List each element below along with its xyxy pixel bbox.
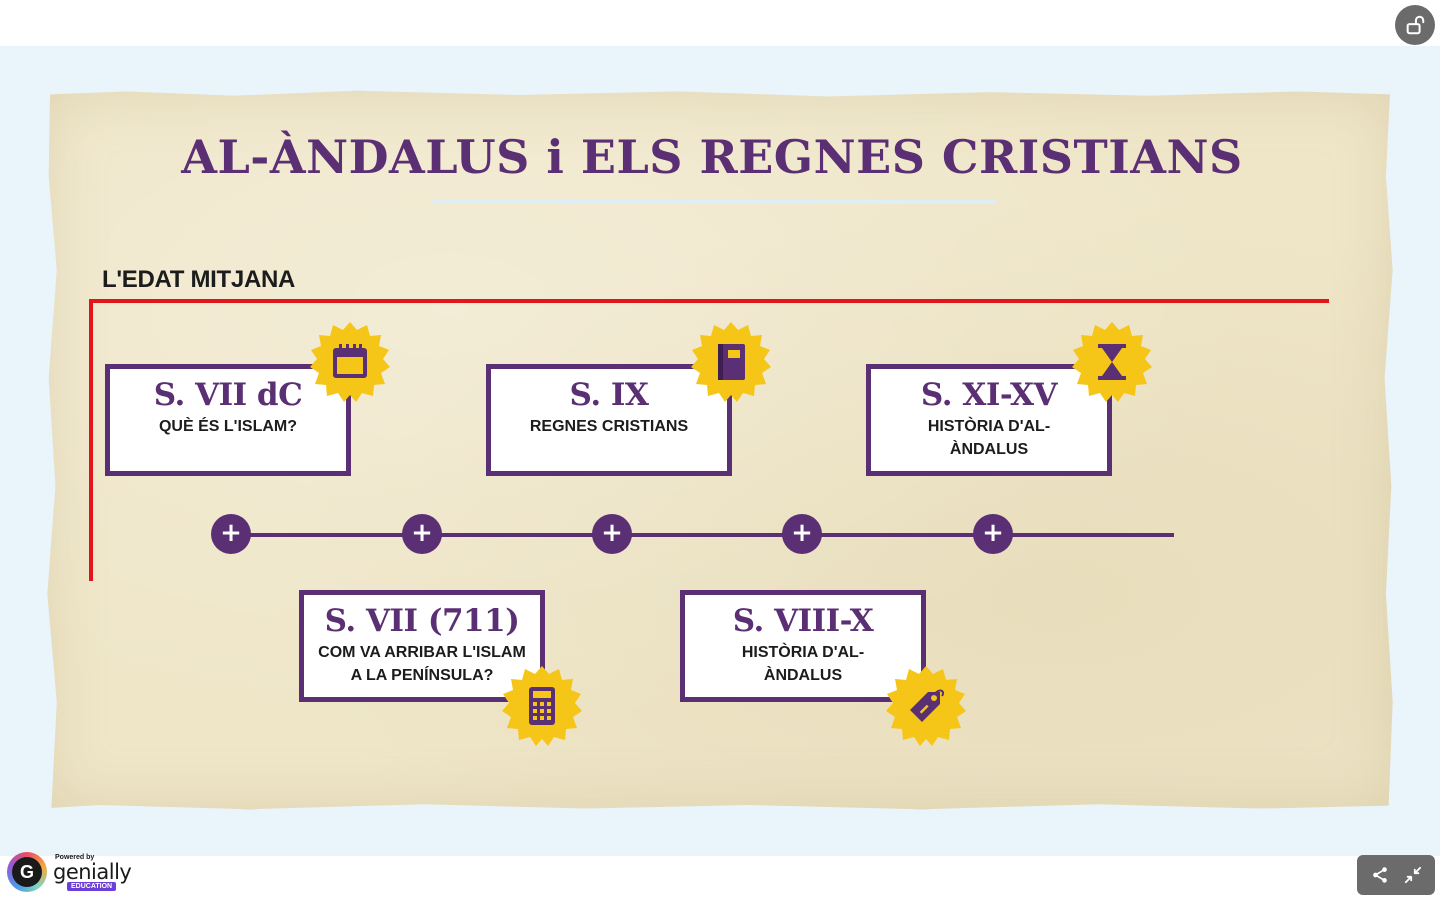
era-label: L'EDAT MITJANA bbox=[102, 266, 296, 293]
page-title: AL-ÀNDALUS i ELS REGNES CRISTIANS bbox=[181, 130, 1243, 184]
card-title: S. XI-XV bbox=[920, 377, 1058, 413]
card-title: S. VII (711) bbox=[324, 603, 520, 639]
unlock-icon bbox=[1406, 15, 1425, 35]
timeline-point-4[interactable]: + bbox=[782, 514, 822, 554]
genially-logo-icon: G bbox=[7, 852, 47, 892]
timeline-point-5[interactable]: + bbox=[973, 514, 1013, 554]
plus-icon: + bbox=[220, 518, 242, 548]
share-icon bbox=[1372, 867, 1387, 883]
timeline-point-1[interactable]: + bbox=[211, 514, 251, 554]
calculator-icon bbox=[529, 687, 555, 725]
card-subtitle: REGNES CRISTIANS bbox=[529, 418, 689, 435]
card-subtitle: HISTÒRIA D'AL-ÀNDALUS bbox=[741, 644, 865, 684]
plus-icon: + bbox=[411, 518, 433, 548]
plus-icon: + bbox=[791, 518, 813, 548]
share-button[interactable] bbox=[1368, 863, 1392, 887]
price-tag-badge[interactable] bbox=[884, 664, 968, 748]
card-s-vii-dc[interactable]: S. VII dC QUÈ ÉS L'ISLAM? bbox=[105, 364, 351, 476]
calculator-badge[interactable] bbox=[500, 664, 584, 748]
education-tag: EDUCATION bbox=[67, 882, 117, 891]
card-title: S. VIII-X bbox=[732, 603, 874, 639]
unlock-button[interactable] bbox=[1395, 5, 1435, 45]
book-badge[interactable] bbox=[689, 320, 773, 404]
calendar-badge[interactable] bbox=[308, 320, 392, 404]
card-subtitle: QUÈ ÉS L'ISLAM? bbox=[158, 418, 298, 435]
exit-fullscreen-button[interactable] bbox=[1401, 863, 1425, 887]
player-controls bbox=[1357, 855, 1435, 895]
card-s-viii-x[interactable]: S. VIII-X HISTÒRIA D'AL-ÀNDALUS bbox=[680, 590, 926, 702]
card-s-vii-711[interactable]: S. VII (711) COM VA ARRIBAR L'ISLAM A LA… bbox=[299, 590, 545, 702]
card-s-xi-xv[interactable]: S. XI-XV HISTÒRIA D'AL-ÀNDALUS bbox=[866, 364, 1112, 476]
plus-icon: + bbox=[982, 518, 1004, 548]
card-s-ix[interactable]: S. IX REGNES CRISTIANS bbox=[486, 364, 732, 476]
calendar-icon bbox=[333, 344, 367, 378]
collapse-icon bbox=[1404, 866, 1421, 884]
bottom-bar bbox=[0, 856, 1440, 900]
era-bracket-vertical bbox=[89, 299, 93, 581]
card-title: S. VII dC bbox=[153, 377, 303, 413]
book-icon bbox=[718, 344, 745, 380]
plus-icon: + bbox=[601, 518, 623, 548]
title-underline bbox=[432, 200, 996, 204]
hourglass-icon bbox=[1098, 344, 1126, 380]
timeline-line bbox=[231, 533, 1174, 537]
brand-name: genially bbox=[53, 860, 132, 884]
card-subtitle: HISTÒRIA D'AL-ÀNDALUS bbox=[927, 418, 1051, 458]
era-bracket-horizontal bbox=[89, 299, 1329, 303]
card-subtitle: COM VA ARRIBAR L'ISLAM A LA PENÍNSULA? bbox=[318, 644, 526, 684]
powered-by-label: Powered by bbox=[55, 854, 95, 861]
timeline-point-2[interactable]: + bbox=[402, 514, 442, 554]
card-title: S. IX bbox=[569, 377, 649, 413]
hourglass-badge[interactable] bbox=[1070, 320, 1154, 404]
price-tag-icon bbox=[910, 689, 944, 722]
timeline-point-3[interactable]: + bbox=[592, 514, 632, 554]
genially-logo[interactable]: G Powered by genially EDUCATION bbox=[7, 852, 137, 896]
top-bar bbox=[0, 0, 1440, 46]
